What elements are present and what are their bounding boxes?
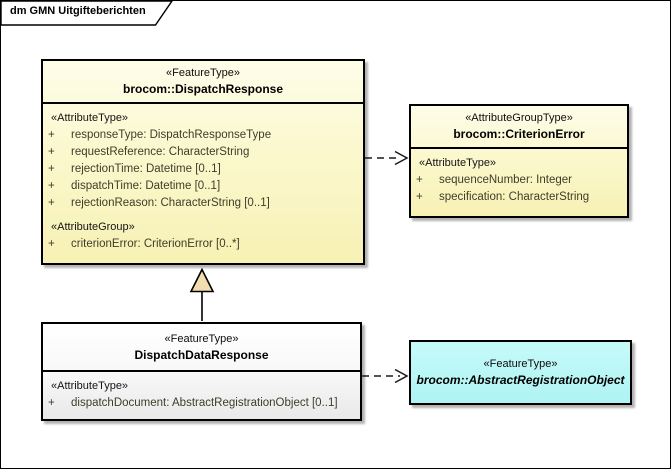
attribute-row: + sequenceNumber: Integer: [411, 172, 627, 189]
attribute-text: specification: CharacterString: [439, 191, 590, 203]
stereotype-label: «FeatureType»: [483, 358, 558, 370]
attribute-row: + requestReference: CharacterString: [43, 144, 363, 161]
class-box-criterion-error[interactable]: «AttributeGroupType» brocom::CriterionEr…: [409, 104, 629, 218]
attribute-text: requestReference: CharacterString: [71, 146, 250, 158]
attribute-row: + dispatchTime: Datetime [0..1]: [43, 178, 363, 195]
visibility-sign: +: [48, 180, 55, 192]
attribute-text: dispatchDocument: AbstractRegistrationOb…: [71, 397, 338, 409]
visibility-sign: +: [48, 129, 55, 141]
frame-title: dm GMN Uitgifteberichten: [10, 5, 146, 17]
section-label: «AttributeType»: [51, 112, 129, 124]
box-header: «AttributeGroupType» brocom::CriterionEr…: [411, 106, 627, 149]
dependency-arrow-abstract-registration-object[interactable]: [362, 368, 409, 384]
attribute-text: criterionError: CriterionError [0..*]: [71, 238, 240, 250]
class-name: brocom::CriterionError: [453, 127, 585, 141]
visibility-sign: +: [416, 191, 423, 203]
stereotype-label: «FeatureType»: [164, 332, 239, 345]
stereotype-label: «AttributeGroupType»: [465, 112, 573, 124]
class-box-dispatch-response[interactable]: «FeatureType» brocom::DispatchResponse «…: [41, 59, 365, 265]
class-name: brocom::AbstractRegistrationObject: [416, 373, 625, 387]
attribute-row: + dispatchDocument: AbstractRegistration…: [43, 395, 360, 412]
class-name: DispatchDataResponse: [134, 347, 269, 362]
attribute-text: rejectionTime: Datetime [0..1]: [71, 163, 221, 175]
attribute-row: + criterionError: CriterionError [0..*]: [43, 236, 363, 253]
attribute-text: responseType: DispatchResponseType: [71, 129, 272, 141]
attribute-row: + rejectionReason: CharacterString [0..1…: [43, 195, 363, 212]
attribute-row: + rejectionTime: Datetime [0..1]: [43, 161, 363, 178]
visibility-sign: +: [48, 238, 55, 250]
attribute-text: sequenceNumber: Integer: [439, 174, 572, 186]
visibility-sign: +: [48, 146, 55, 158]
box-header: «FeatureType» DispatchDataResponse: [43, 324, 360, 372]
box-header: «FeatureType» brocom::DispatchResponse: [43, 61, 363, 104]
class-box-abstract-registration-object[interactable]: «FeatureType» brocom::AbstractRegistrati…: [409, 340, 632, 405]
visibility-sign: +: [416, 174, 423, 186]
stereotype-label: «FeatureType»: [166, 67, 240, 79]
frame-tab-shape: [1, 1, 173, 26]
attribute-row: + specification: CharacterString: [411, 189, 627, 206]
attributes-compartment: «AttributeType» + sequenceNumber: Intege…: [411, 149, 627, 206]
attribute-row: + responseType: DispatchResponseType: [43, 127, 363, 144]
visibility-sign: +: [48, 397, 55, 409]
section-label: «AttributeType»: [51, 380, 129, 392]
frame-title-tab: dm GMN Uitgifteberichten: [1, 1, 183, 28]
attributes-compartment: «AttributeType» + responseType: Dispatch…: [43, 104, 363, 253]
visibility-sign: +: [48, 163, 55, 175]
attributes-compartment: «AttributeType» + dispatchDocument: Abst…: [43, 372, 360, 412]
attribute-text: rejectionReason: CharacterString [0..1]: [71, 197, 270, 209]
class-box-dispatch-data-response[interactable]: «FeatureType» DispatchDataResponse «Attr…: [41, 322, 362, 421]
dependency-arrow-criterion-error[interactable]: [365, 150, 409, 166]
section-label: «AttributeType»: [419, 157, 497, 169]
generalization-arrow[interactable]: [189, 267, 215, 322]
class-name: brocom::DispatchResponse: [122, 82, 284, 96]
section-label: «AttributeGroup»: [51, 221, 135, 233]
visibility-sign: +: [48, 197, 55, 209]
attribute-text: dispatchTime: Datetime [0..1]: [71, 180, 221, 192]
